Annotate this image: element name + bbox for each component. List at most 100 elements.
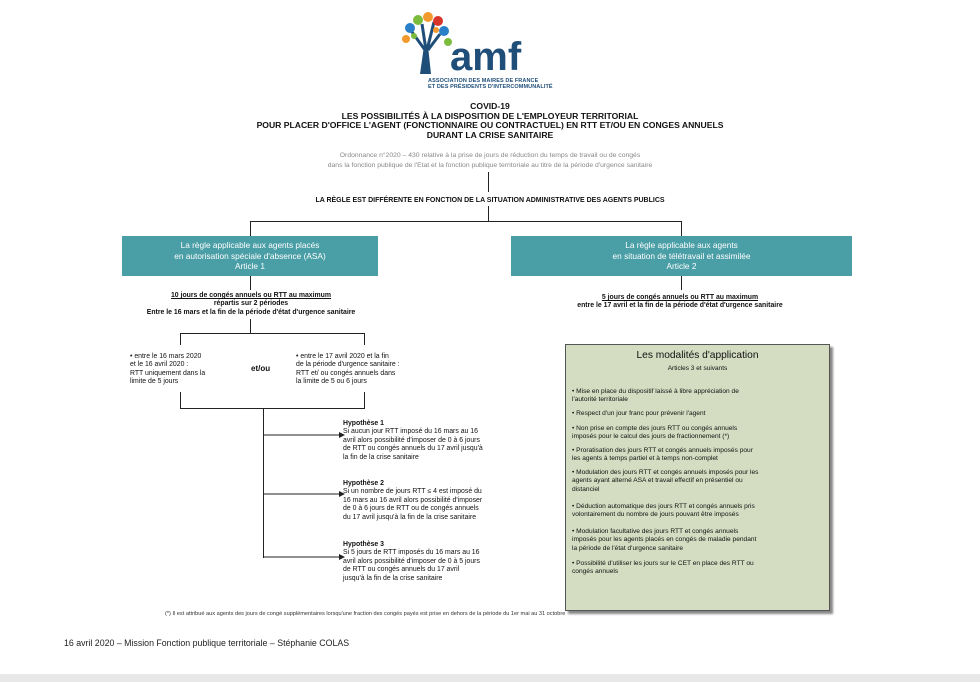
modality-line: • Proratisation des jours RTT et congés … (572, 447, 753, 454)
period2-line1: • entre le 17 avril 2020 et la fin (296, 353, 389, 360)
hypothesis-title: Hypothèse 2 (343, 480, 384, 487)
hypothesis-line: avril alors possibilité d'imposer de 0 à… (343, 557, 480, 565)
modality-line: • Respect d'un jour franc pour prévenir … (572, 410, 706, 417)
connector (180, 333, 365, 334)
hypothesis-3: Hypothèse 3 Si 5 jours de RTT imposés du… (343, 541, 543, 583)
teletravail-box-article: Article 2 (666, 261, 697, 272)
hypothesis-line: 16 mars au 16 avril alors possibilité d'… (343, 496, 483, 504)
connector (364, 333, 365, 345)
hypothesis-line: avril alors possibilité d'imposer de 0 à… (343, 436, 480, 444)
teletravail-rule-box: La règle applicable aux agents en situat… (511, 236, 852, 276)
asa-box-article: Article 1 (235, 261, 265, 272)
footer-credit: 16 avril 2020 – Mission Fonction publiqu… (64, 638, 350, 648)
hypothesis-2: Hypothèse 2 Si un nombre de jours RTT ≤ … (343, 480, 543, 522)
ordonnance-line2: dans la fonction publique de l'Etat et l… (327, 161, 653, 169)
modality-item: • Proratisation des jours RTT et congés … (572, 447, 824, 464)
modality-line: • Déduction automatique des jours RTT et… (572, 503, 755, 510)
modalities-subtitle: Articles 3 et suivants (667, 365, 728, 372)
modality-item: • Respect d'un jour franc pour prévenir … (572, 410, 824, 418)
period2-line3: RTT et/ ou congés annuels dans (296, 369, 396, 377)
modality-line: imposés pour les agents placés en congés… (572, 536, 757, 544)
modality-item: • Mise en place du dispositif laissé à l… (572, 388, 824, 405)
modality-line: les agents à temps partiel et à temps no… (572, 455, 718, 463)
teletravail-rule-line1: 5 jours de congés annuels ou RTT au maxi… (601, 294, 759, 301)
connector (263, 408, 264, 558)
modality-line: agents ayant alterné ASA et travail effe… (572, 477, 743, 485)
period1-line2: et le 16 avril 2020 : (130, 361, 189, 369)
period-march-april: • entre le 16 mars 2020 et le 16 avril 2… (130, 353, 242, 387)
modality-line: distanciel (572, 485, 600, 493)
and-or-label: et/ou (251, 364, 271, 373)
connector (681, 276, 682, 290)
logo-subtitle-line2: ET DES PRÉSIDENTS D'INTERCOMMUNALITÉ (428, 84, 553, 90)
asa-max-rule: 10 jours de congés annuels ou RTT au max… (110, 292, 392, 317)
asa-rule-box: La règle applicable aux agents placés en… (122, 236, 378, 276)
period1-line4: limite de 5 jours (130, 378, 179, 386)
modality-line: • Non prise en compte des jours RTT ou c… (572, 425, 738, 432)
hypothesis-line: de 0 à 6 jours de RTT ou de congés annue… (343, 505, 479, 513)
hypothesis-line: Si 5 jours de RTT imposés du 16 mars au … (343, 549, 480, 557)
asa-box-line1: La règle applicable aux agents placés (180, 240, 320, 251)
modality-item: • Modulation facultative des jours RTT e… (572, 528, 824, 553)
modality-line: la période de l'état d'urgence sanitaire (572, 544, 684, 552)
modality-item: • Possibilité d'utiliser les jours sur l… (572, 560, 824, 577)
connector (250, 319, 251, 333)
rule-differs-heading: LA RÈGLE EST DIFFÉRENTE EN FONCTION DE L… (315, 197, 665, 204)
modality-line: • Modulation des jours RTT et congés ann… (572, 469, 759, 476)
modality-line: • Modulation facultative des jours RTT e… (572, 528, 739, 535)
hypothesis-line: Si aucun jour RTT imposé du 16 mars au 1… (343, 428, 478, 436)
hypothesis-line: la fin de la crise sanitaire (343, 453, 419, 461)
modality-item: • Non prise en compte des jours RTT ou c… (572, 425, 824, 442)
title-line2: LES POSSIBILITÉS À LA DISPOSITION DE L'E… (341, 110, 639, 121)
hypothesis-1: Hypothèse 1 Si aucun jour RTT imposé du … (343, 420, 543, 462)
period2-line2: de la période d'urgence sanitaire : (296, 361, 400, 369)
period-april-end: • entre le 17 avril 2020 et la fin de la… (296, 353, 426, 387)
hypothesis-title: Hypothèse 1 (343, 420, 384, 427)
connector (180, 333, 181, 345)
connector (681, 221, 682, 236)
asa-rule-line3: Entre le 16 mars et la fin de la période… (146, 308, 356, 316)
connector (488, 172, 489, 192)
connector (250, 221, 251, 236)
modality-item: • Déduction automatique des jours RTT et… (572, 503, 824, 520)
period1-line1: • entre le 16 mars 2020 (130, 353, 202, 360)
modality-line: l'autorité territoriale (572, 396, 628, 404)
modality-line: imposés pour le calcul des jours de frac… (572, 433, 730, 441)
period2-line4: la limite de 5 ou 6 jours (296, 378, 367, 386)
connector (250, 276, 251, 290)
hypothesis-arrows (263, 432, 345, 560)
logo-subtitle: ASSOCIATION DES MAIRES DE FRANCE ET DES … (428, 78, 553, 90)
amf-wordmark: amf (450, 35, 522, 78)
asa-box-line2: en autorisation spéciale d'absence (ASA) (174, 250, 326, 261)
modality-line: • Possibilité d'utiliser les jours sur l… (572, 560, 754, 567)
ordonnance-line1: Ordonnance n°2020 – 430 relative à la pr… (339, 152, 641, 159)
modality-line: congés annuels (572, 568, 619, 576)
teletravail-max-rule: 5 jours de congés annuels ou RTT au maxi… (510, 294, 850, 311)
asa-rule-line1: 10 jours de congés annuels ou RTT au max… (170, 292, 332, 299)
modality-line: • Mise en place du dispositif laissé à l… (572, 388, 739, 395)
connector (180, 408, 365, 409)
amf-logo: amf ASSOCIATION DES MAIRES DE FRANCE ET … (398, 12, 570, 100)
document-title: COVID-19 LES POSSIBILITÉS À LA DISPOSITI… (150, 101, 830, 140)
footnote: (*) Il est attribué aux agents des jours… (165, 611, 566, 617)
modality-line: volontairement du nombre de jours pouvan… (572, 511, 739, 519)
title-line1: COVID-19 (470, 101, 510, 111)
application-modalities-box: Les modalités d'application Articles 3 e… (565, 344, 830, 611)
teletravail-box-line2: en situation de télétravail et assimilée (612, 250, 751, 261)
ordonnance-reference: Ordonnance n°2020 – 430 relative à la pr… (180, 151, 800, 170)
modality-item: • Modulation des jours RTT et congés ann… (572, 469, 824, 494)
period1-line3: RTT uniquement dans la (130, 369, 206, 377)
connector (488, 206, 489, 221)
hypothesis-line: jusqu'à la fin de la crise sanitaire (343, 574, 443, 582)
logo-subtitle-line1: ASSOCIATION DES MAIRES DE FRANCE (428, 78, 539, 84)
hypothesis-line: du 17 avril jusqu'à la fin de la crise s… (343, 513, 477, 521)
teletravail-rule-line2: entre le 17 avril et la fin de la périod… (577, 302, 783, 310)
bottom-divider (0, 674, 980, 682)
connector (364, 392, 365, 408)
connector (250, 221, 682, 222)
hypothesis-line: de RTT ou congés annuels du 17 avril (343, 566, 460, 574)
connector (180, 392, 181, 408)
tree-hand-icon: amf (398, 12, 570, 79)
title-line4: DURANT LA CRISE SANITAIRE (426, 129, 554, 140)
teletravail-box-line1: La règle applicable aux agents (625, 240, 738, 251)
